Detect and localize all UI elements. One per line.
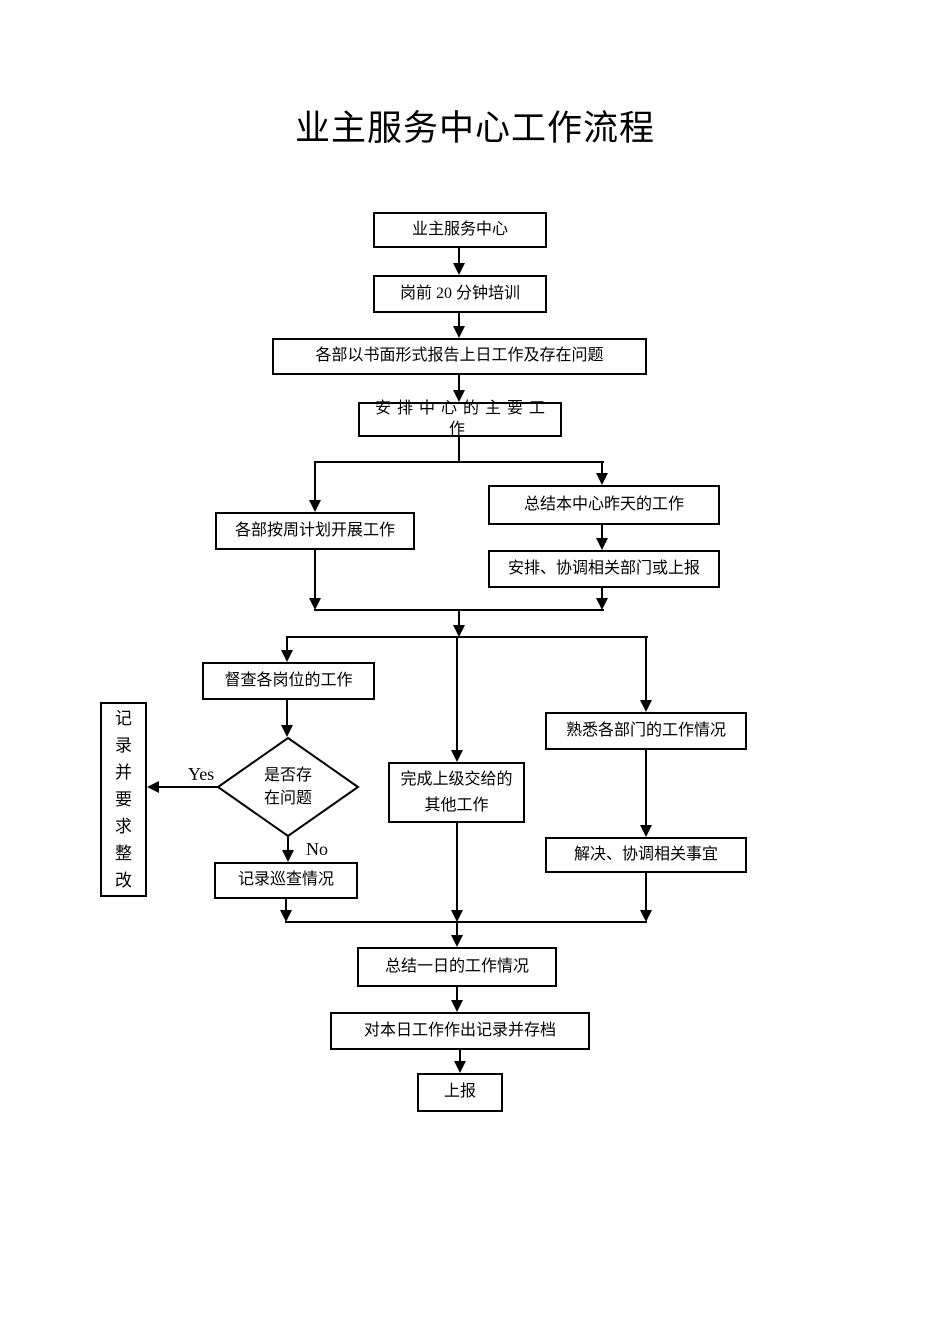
flow-connector xyxy=(645,750,647,826)
arrowhead-left-icon xyxy=(147,781,159,793)
flow-connector xyxy=(456,987,458,1001)
flow-connector xyxy=(286,638,288,651)
flow-connector xyxy=(601,525,603,539)
flow-node-patrol-record: 记录巡查情况 xyxy=(214,862,358,899)
decision-diamond-shape xyxy=(216,737,360,837)
flow-connector xyxy=(285,921,647,923)
flow-connector xyxy=(456,823,458,911)
flow-node-complete-other: 完成上级交给的 其他工作 xyxy=(388,762,525,823)
arrowhead-down-icon xyxy=(453,390,465,402)
arrowhead-down-icon xyxy=(596,598,608,610)
arrowhead-down-icon xyxy=(451,750,463,762)
flow-connector xyxy=(458,375,460,391)
flow-connector xyxy=(314,609,604,611)
flow-connector xyxy=(601,461,603,474)
flow-node-record-rectify: 记录并要求整改 xyxy=(100,702,147,897)
flow-connector xyxy=(601,588,603,599)
decision-diamond-problem: 是否存 在问题 xyxy=(216,737,360,837)
flow-node-complete-other-line1: 完成上级交给的 xyxy=(400,770,513,788)
flow-node-supervise-posts: 督查各岗位的工作 xyxy=(202,662,375,700)
arrowhead-down-icon xyxy=(454,1061,466,1073)
arrowhead-down-icon xyxy=(309,598,321,610)
decision-line2: 在问题 xyxy=(263,790,312,807)
flow-connector xyxy=(456,638,458,751)
flow-connector xyxy=(314,461,316,501)
flow-connector xyxy=(314,550,316,599)
flow-node-start: 业主服务中心 xyxy=(373,212,547,248)
arrowhead-down-icon xyxy=(282,850,294,862)
flow-connector xyxy=(287,837,289,851)
flow-connector xyxy=(456,923,458,936)
flow-node-arrange-main: 安排中心的主要工作 xyxy=(358,400,562,438)
flow-node-weekly-plan: 各部按周计划开展工作 xyxy=(215,512,415,550)
flow-node-coordinate-depts: 安排、协调相关部门或上报 xyxy=(488,550,720,588)
arrowhead-down-icon xyxy=(640,825,652,837)
arrowhead-down-icon xyxy=(451,935,463,947)
arrowhead-down-icon xyxy=(309,500,321,512)
flow-connector xyxy=(458,611,460,626)
flow-connector xyxy=(286,636,648,638)
arrowhead-down-icon xyxy=(453,326,465,338)
decision-line1: 是否存 xyxy=(263,767,312,784)
arrowhead-down-icon xyxy=(640,700,652,712)
page-title: 业主服务中心工作流程 xyxy=(294,109,655,148)
flow-connector xyxy=(645,873,647,911)
flow-connector xyxy=(314,461,604,463)
flow-node-training: 岗前 20 分钟培训 xyxy=(373,275,547,313)
edge-label-yes: Yes xyxy=(188,764,215,784)
flow-node-daily-summary: 总结一日的工作情况 xyxy=(357,947,557,987)
arrowhead-down-icon xyxy=(280,910,292,922)
flow-connector xyxy=(459,1050,461,1062)
flow-node-report-up: 上报 xyxy=(417,1073,503,1112)
edge-label-no: No xyxy=(306,839,328,859)
flow-connector xyxy=(285,899,287,911)
flow-connector xyxy=(286,700,288,726)
flow-node-record-archive: 对本日工作作出记录并存档 xyxy=(330,1012,590,1050)
arrowhead-down-icon xyxy=(281,650,293,662)
flow-connector xyxy=(645,638,647,701)
arrowhead-down-icon xyxy=(640,910,652,922)
flow-connector xyxy=(458,248,460,264)
flow-connector xyxy=(458,313,460,327)
decision-diamond-text: 是否存 在问题 xyxy=(216,737,360,837)
arrowhead-down-icon xyxy=(596,538,608,550)
flow-node-familiarize: 熟悉各部门的工作情况 xyxy=(545,712,747,750)
arrowhead-down-icon xyxy=(453,263,465,275)
flow-connector xyxy=(458,437,460,463)
arrowhead-down-icon xyxy=(451,910,463,922)
flow-connector xyxy=(158,786,218,788)
arrowhead-down-icon xyxy=(453,625,465,637)
arrowhead-down-icon xyxy=(596,473,608,485)
arrowhead-down-icon xyxy=(281,725,293,737)
flow-node-resolve-matters: 解决、协调相关事宜 xyxy=(545,837,747,873)
flow-node-report-previous: 各部以书面形式报告上日工作及存在问题 xyxy=(272,338,647,375)
flow-node-complete-other-line2: 其他工作 xyxy=(424,796,489,814)
flow-node-summarize-yesterday: 总结本中心昨天的工作 xyxy=(488,485,720,525)
arrowhead-down-icon xyxy=(451,1000,463,1012)
